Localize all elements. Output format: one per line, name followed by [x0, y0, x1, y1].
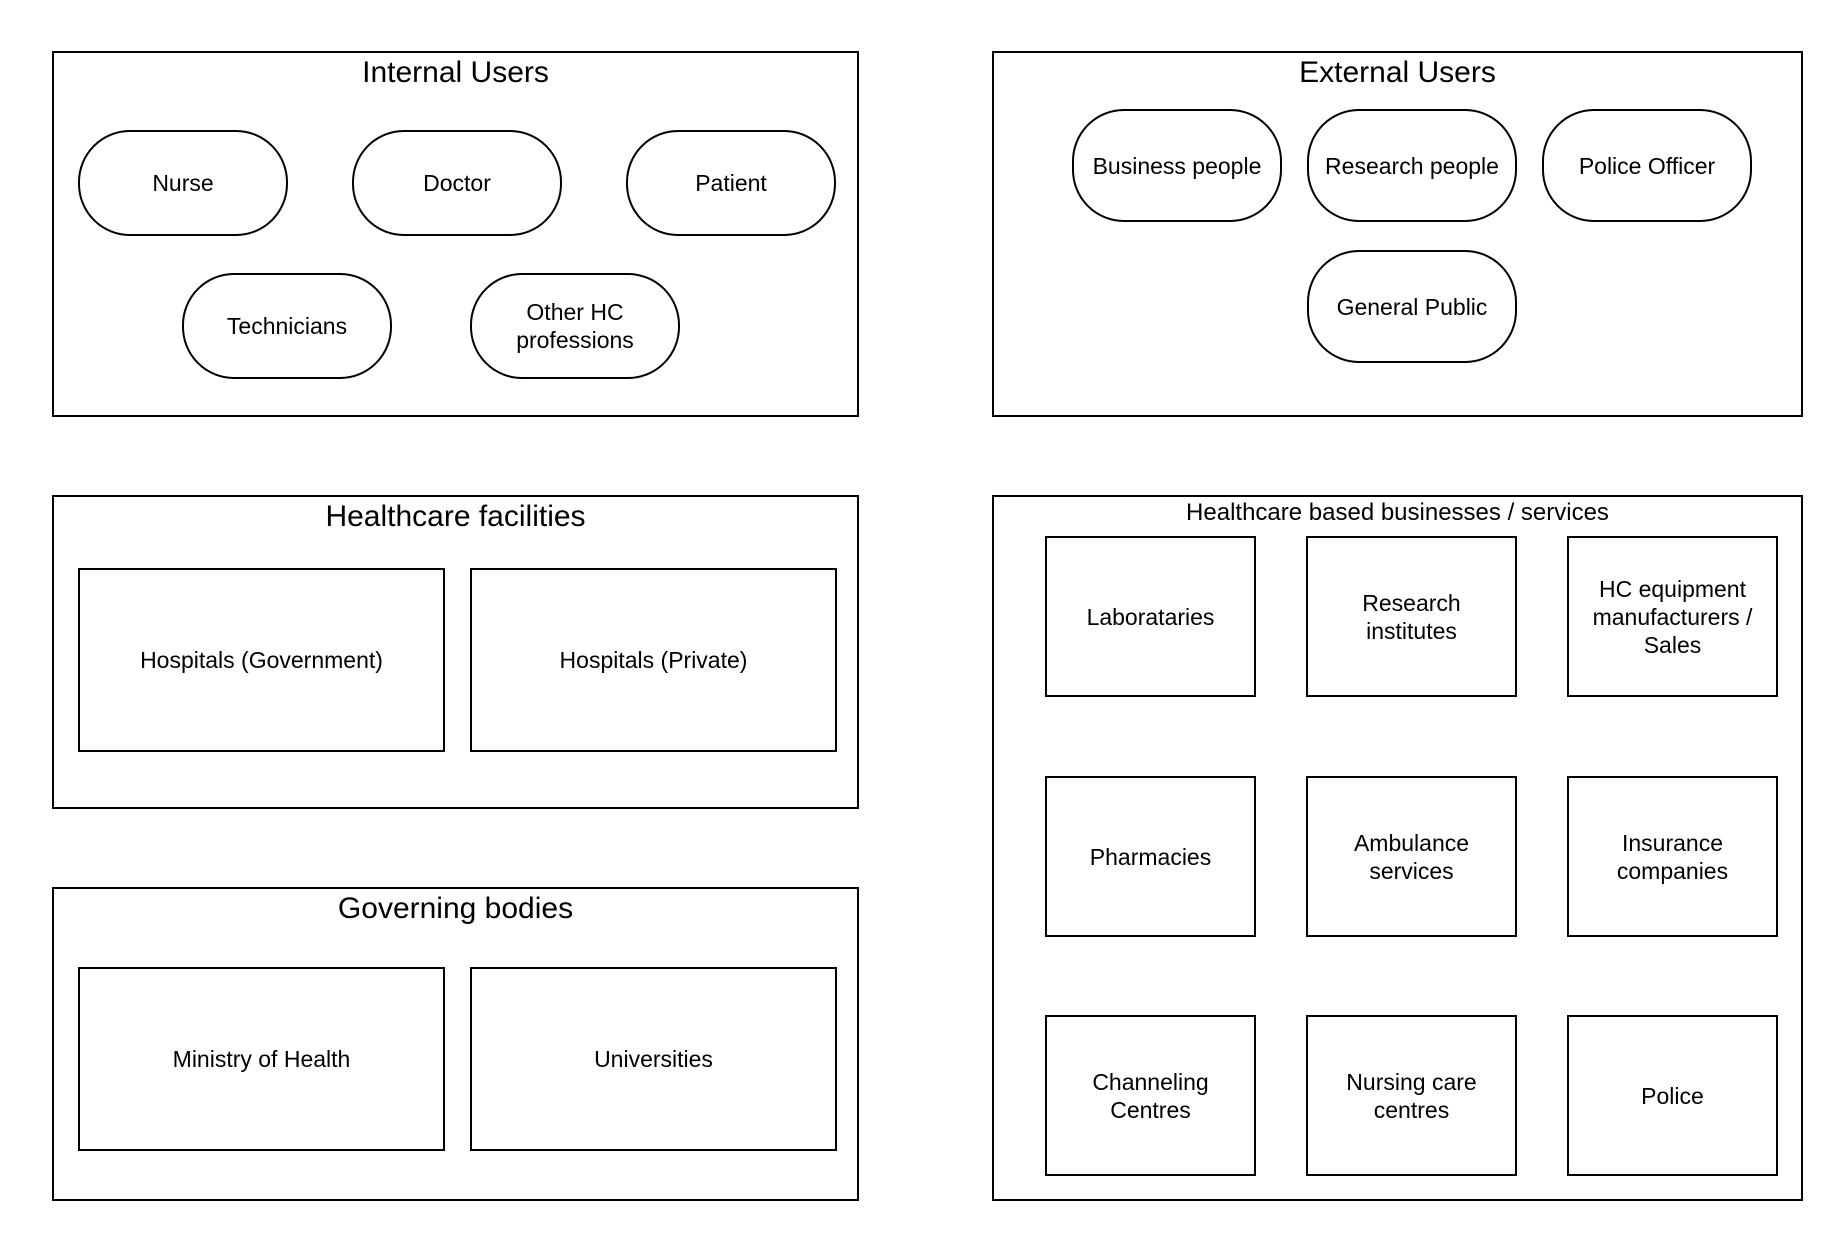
other-hc-professions-node: Other HC professions	[470, 273, 680, 379]
police-officer-node: Police Officer	[1542, 109, 1752, 222]
general-public-node: General Public	[1307, 250, 1517, 363]
police-node: Police	[1567, 1015, 1778, 1176]
hospitals-private-node: Hospitals (Private)	[470, 568, 837, 752]
healthcare-businesses-title: Healthcare based businesses / services	[1186, 499, 1609, 526]
governing-bodies-group: Governing bodies Ministry of Health Univ…	[52, 887, 859, 1201]
ministry-of-health-node: Ministry of Health	[78, 967, 445, 1151]
internal-users-title: Internal Users	[362, 56, 549, 89]
healthcare-facilities-group: Healthcare facilities Hospitals (Governm…	[52, 495, 859, 809]
channeling-centres-node: Channeling Centres	[1045, 1015, 1256, 1176]
healthcare-facilities-title: Healthcare facilities	[325, 500, 586, 533]
ambulance-services-node: Ambulance services	[1306, 776, 1517, 937]
internal-users-group: Internal Users Nurse Doctor Patient Tech…	[52, 51, 859, 417]
nursing-care-centres-node: Nursing care centres	[1306, 1015, 1517, 1176]
governing-bodies-title: Governing bodies	[337, 892, 574, 925]
research-institutes-node: Research institutes	[1306, 536, 1517, 697]
business-people-node: Business people	[1072, 109, 1282, 222]
hc-equipment-node: HC equipment manufacturers / Sales	[1567, 536, 1778, 697]
hospitals-government-node: Hospitals (Government)	[78, 568, 445, 752]
universities-node: Universities	[470, 967, 837, 1151]
doctor-node: Doctor	[352, 130, 562, 236]
external-users-group: External Users Business people Research …	[992, 51, 1803, 417]
laboratories-node: Laborataries	[1045, 536, 1256, 697]
technicians-node: Technicians	[182, 273, 392, 379]
nurse-node: Nurse	[78, 130, 288, 236]
patient-node: Patient	[626, 130, 836, 236]
external-users-title: External Users	[1299, 56, 1496, 89]
research-people-node: Research people	[1307, 109, 1517, 222]
healthcare-businesses-group: Healthcare based businesses / services L…	[992, 495, 1803, 1201]
pharmacies-node: Pharmacies	[1045, 776, 1256, 937]
insurance-companies-node: Insurance companies	[1567, 776, 1778, 937]
